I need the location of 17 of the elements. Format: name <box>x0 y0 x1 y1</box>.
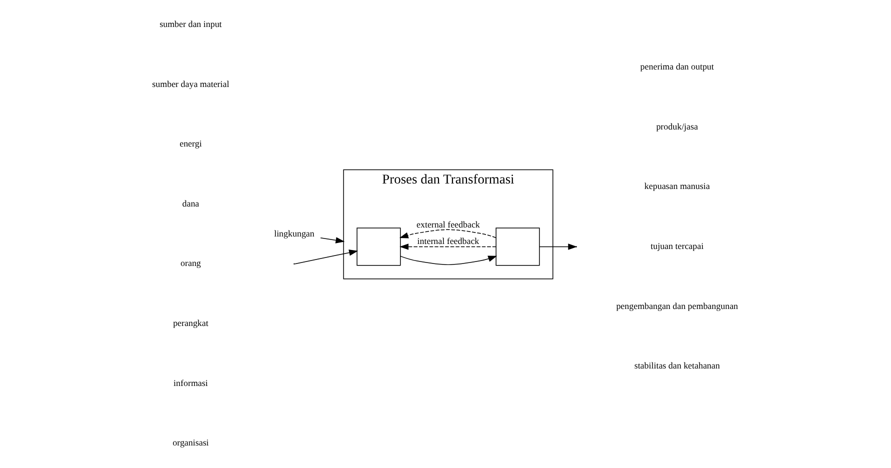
label: tujuan tercapai <box>650 241 704 252</box>
label: perangkat <box>173 318 208 328</box>
label: penerima dan output <box>640 62 714 72</box>
label: sumber daya material <box>152 78 230 89</box>
edge-label: external feedback <box>416 220 480 230</box>
label: orang <box>180 258 201 268</box>
label: organisasi <box>172 438 209 448</box>
label: kepuasan manusia <box>644 181 710 192</box>
label: dana <box>182 198 200 208</box>
label: produk/jasa <box>656 121 698 132</box>
edge-label: internal feedback <box>417 236 480 246</box>
label: sumber dan input <box>160 19 222 30</box>
label: energi <box>180 138 202 149</box>
node-text: lingkungan <box>274 228 314 238</box>
label: pengembangan dan pembangunan <box>616 300 738 311</box>
label: stabilitas dan ketahanan <box>634 360 720 371</box>
label: informasi <box>174 378 208 388</box>
